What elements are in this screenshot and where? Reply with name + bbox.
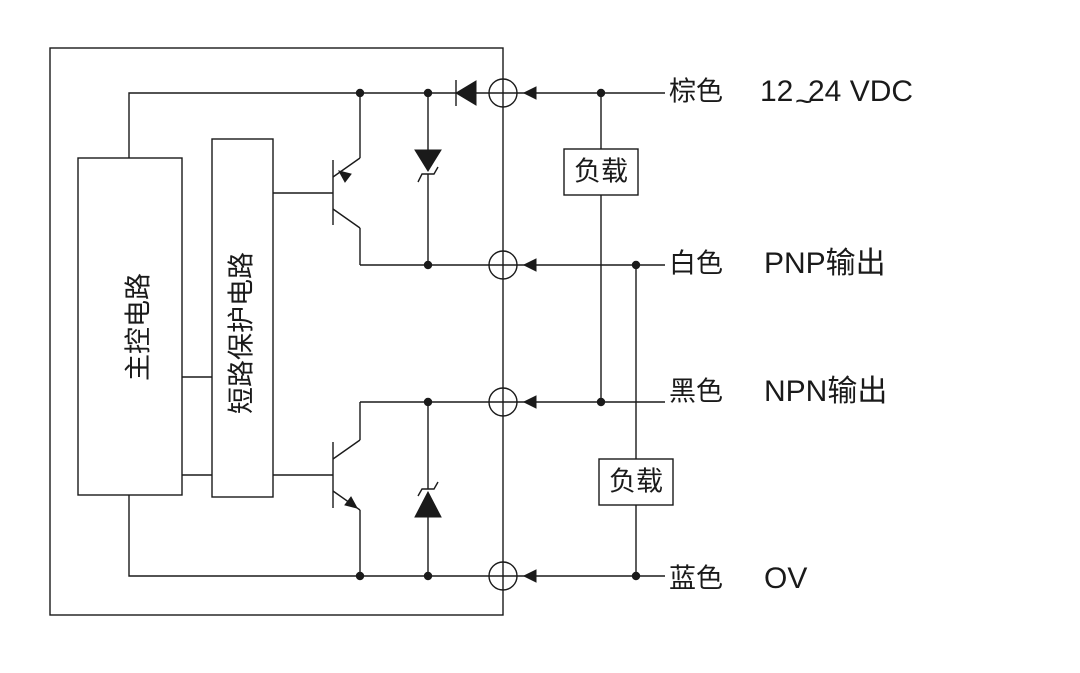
main-control-label: 主控电路 xyxy=(124,273,155,381)
wire-color-label-brown: 棕色 xyxy=(669,77,723,108)
junction-dot xyxy=(423,260,433,270)
load-top-box xyxy=(563,148,639,196)
junction-dot xyxy=(423,571,433,581)
terminal-brown xyxy=(488,78,537,108)
wire-brown-internal xyxy=(128,92,489,158)
supply-voltage-high: 24 VDC xyxy=(808,75,913,108)
protection-diode-symbol xyxy=(455,80,477,106)
terminal-white xyxy=(488,250,537,280)
load-bottom-label: 负载 xyxy=(609,467,663,498)
pnp-transistor-symbol xyxy=(273,93,361,265)
junction-dot xyxy=(355,571,365,581)
short-protection-block xyxy=(211,138,274,498)
zener-diode-bottom-symbol xyxy=(414,402,442,576)
wire-blue-internal xyxy=(128,495,489,577)
junction-dot xyxy=(423,397,433,407)
supply-voltage-tilde: ~ xyxy=(795,85,813,118)
wire-color-label-black: 黑色 xyxy=(669,377,723,408)
supply-voltage-low: 12 xyxy=(760,75,793,108)
npn-output-label: NPN输出 xyxy=(764,375,887,408)
main-control-block xyxy=(77,157,183,496)
npn-transistor-symbol xyxy=(273,402,361,576)
pnp-output-label: PNP输出 xyxy=(764,247,886,280)
junction-dot xyxy=(423,88,433,98)
short-protection-label: 短路保护电路 xyxy=(227,252,258,414)
zener-diode-top-symbol xyxy=(414,93,442,265)
zero-volt-label: OV xyxy=(764,562,807,595)
terminal-black xyxy=(488,387,537,417)
junction-dot xyxy=(355,88,365,98)
wire-color-label-blue: 蓝色 xyxy=(669,564,723,595)
wire-color-label-white: 白色 xyxy=(669,249,723,280)
load-top-label: 负载 xyxy=(574,157,628,188)
terminal-blue xyxy=(488,561,537,591)
supply-voltage-label: 12 ~ 24 VDC xyxy=(760,75,913,118)
